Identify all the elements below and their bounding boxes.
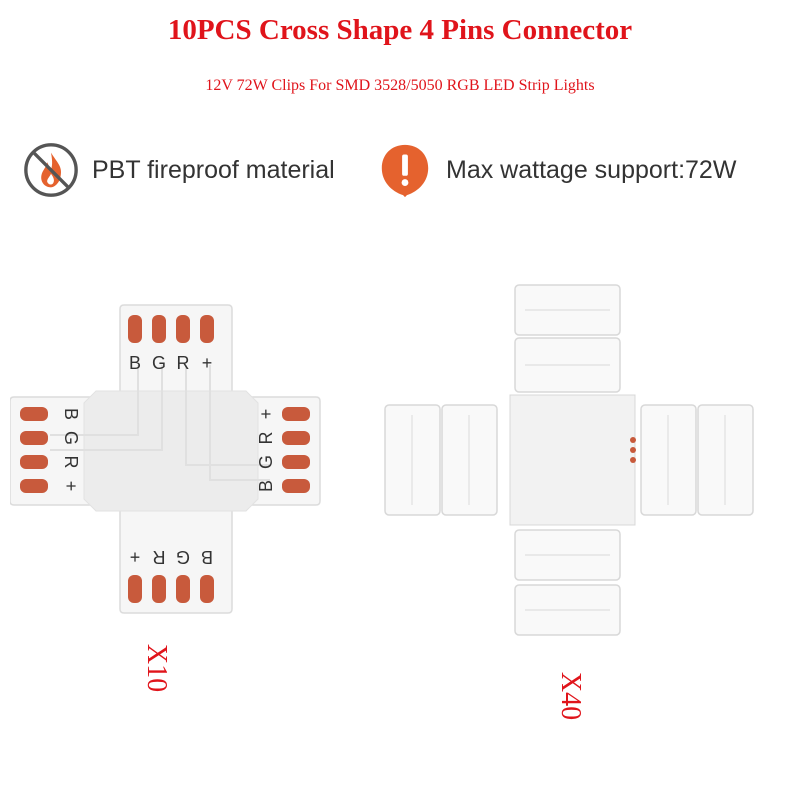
- pin-label-right: +: [256, 409, 276, 420]
- pin-label-left: B: [61, 408, 81, 420]
- feature-fireproof: PBT fireproof material: [22, 140, 335, 200]
- bottom-pads: [128, 575, 214, 603]
- pin-label-bottom: R: [153, 547, 166, 567]
- pin-label-top: B: [129, 353, 141, 373]
- top-pads: [128, 315, 214, 343]
- right-pads: [282, 407, 310, 493]
- board-quantity: X10: [141, 643, 173, 693]
- left-pads: [20, 407, 48, 493]
- connector-quantity: X40: [555, 671, 587, 721]
- pin-label-bottom: B: [201, 547, 213, 567]
- pin-label-left: G: [61, 431, 81, 445]
- pin-label-right: R: [256, 432, 276, 445]
- product-subtitle: 12V 72W Clips For SMD 3528/5050 RGB LED …: [205, 77, 595, 94]
- pin-label-bottom: G: [176, 547, 190, 567]
- feature-wattage: Max wattage support:72W: [376, 140, 736, 200]
- cross-clip-connector: [384, 284, 754, 636]
- alert-drop-icon: [381, 144, 429, 198]
- feature-label: PBT fireproof material: [92, 155, 335, 184]
- cross-pcb-board: B G R + B G R + B G R + B G R +: [10, 304, 321, 614]
- pin-label-bottom: +: [130, 547, 141, 567]
- pin-label-right: B: [256, 480, 276, 492]
- product-title: 10PCS Cross Shape 4 Pins Connector: [167, 14, 633, 46]
- pin-label-top: +: [202, 353, 213, 373]
- feature-label: Max wattage support:72W: [446, 155, 737, 184]
- pin-label-left: R: [61, 456, 81, 469]
- no-fire-icon: [24, 143, 78, 197]
- pin-label-right: G: [256, 455, 276, 469]
- pin-label-left: +: [61, 481, 81, 492]
- pin-label-top: G: [152, 353, 166, 373]
- pin-label-top: R: [177, 353, 190, 373]
